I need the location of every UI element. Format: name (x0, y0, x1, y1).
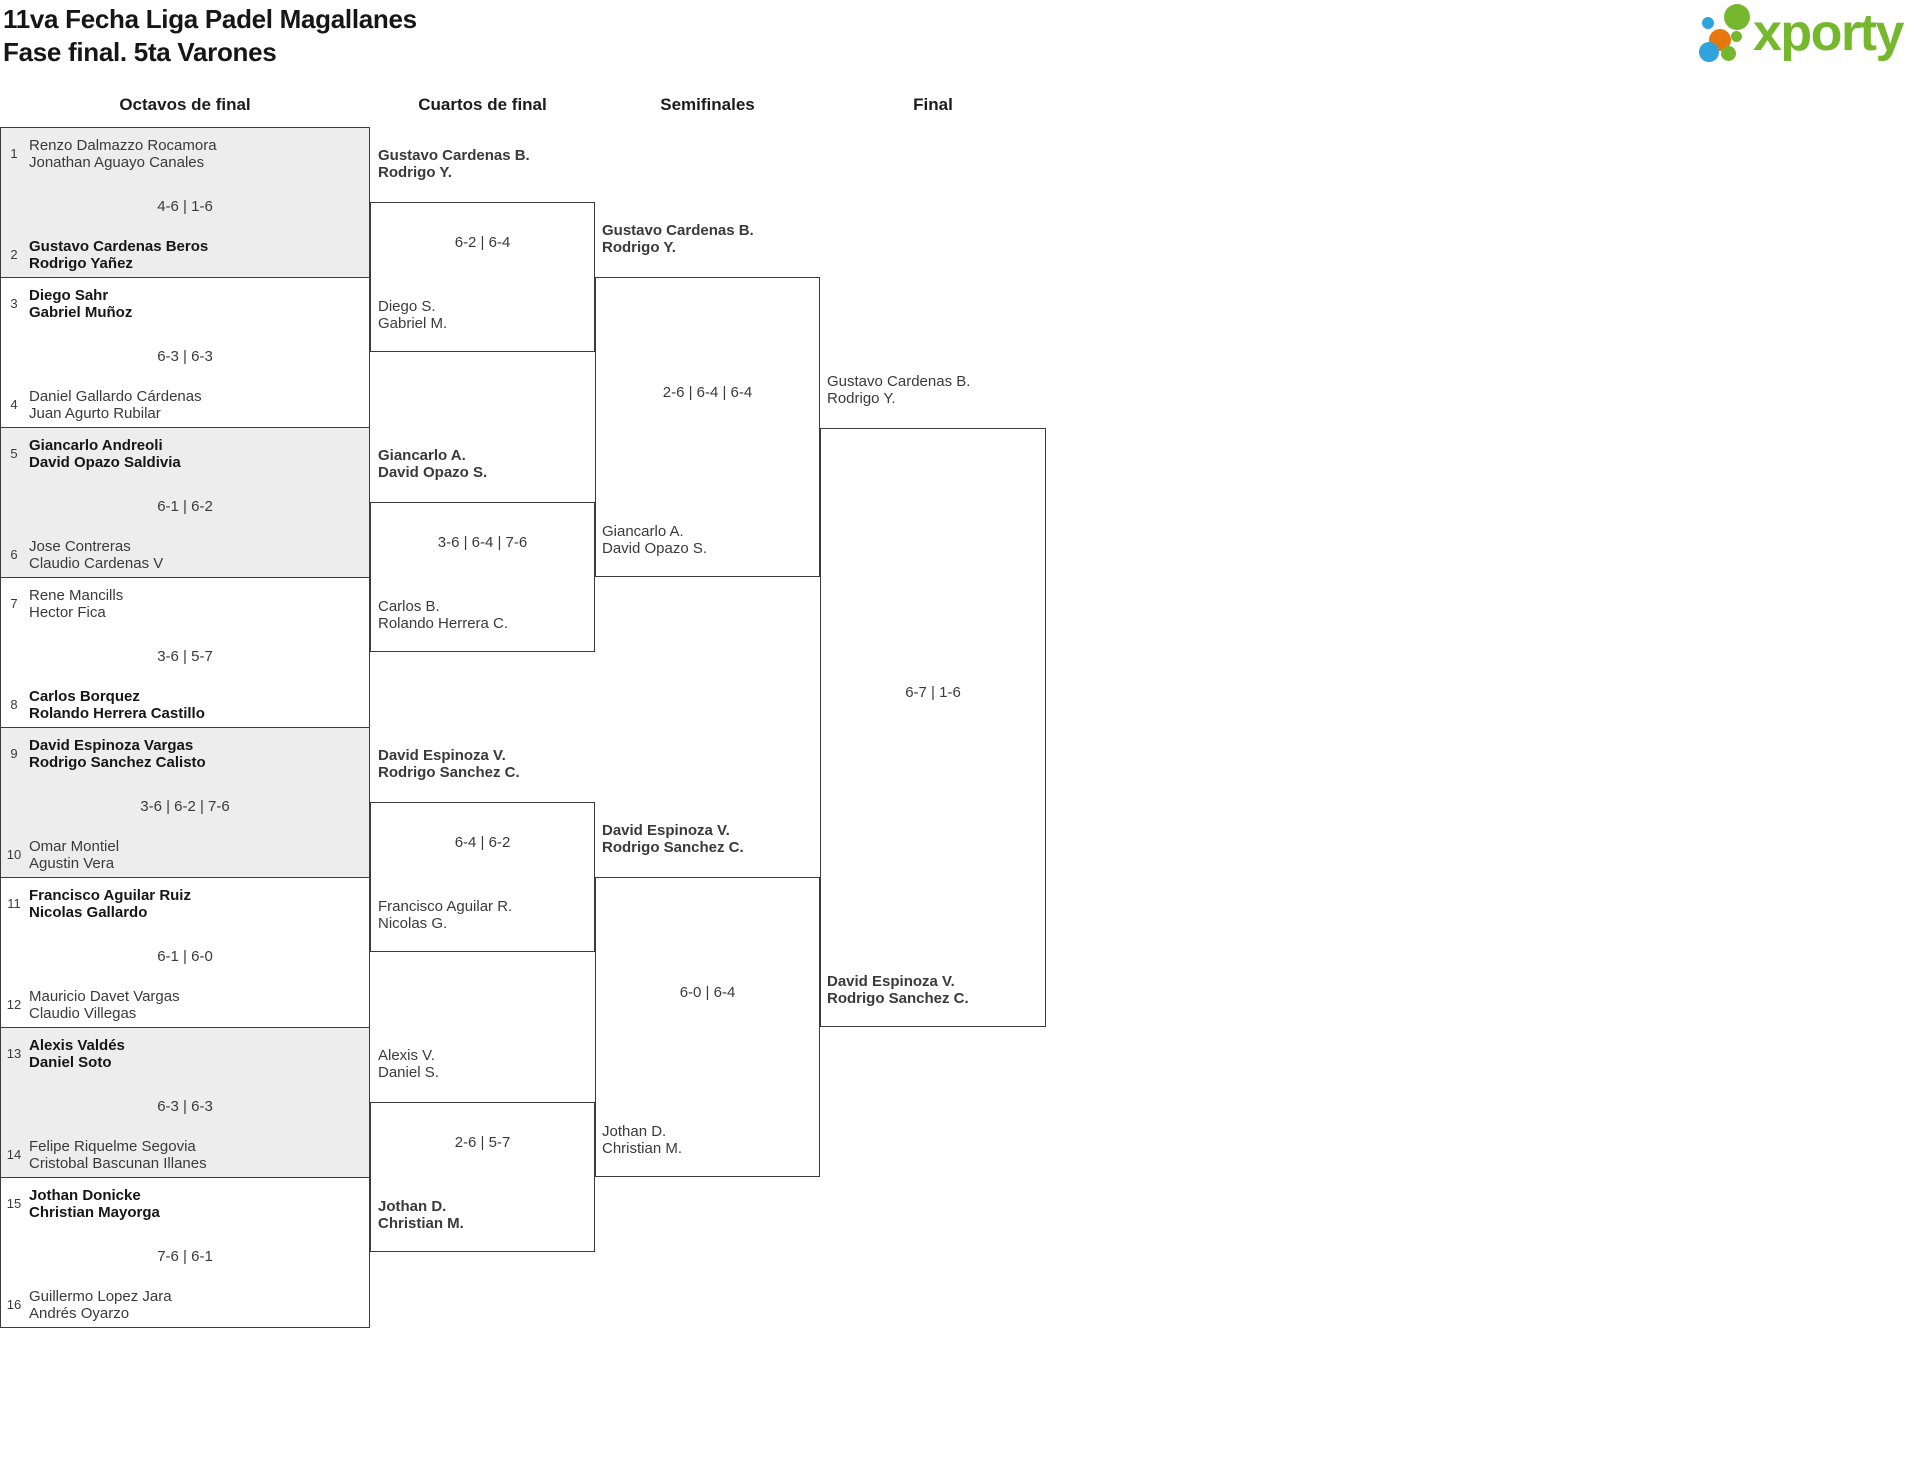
seed-number: 2 (10, 247, 18, 262)
semifinal-1-box (595, 277, 820, 577)
semifinal-2-team1: David Espinoza V.Rodrigo Sanchez C. (602, 822, 744, 856)
cuartos-3-team2: Francisco Aguilar R.Nicolas G. (378, 898, 513, 932)
seed-number: 16 (6, 1297, 22, 1312)
octavos-1-score: 4-6 | 1-6 (157, 198, 213, 215)
seed-number: 4 (10, 397, 18, 412)
octavos-8-score: 7-6 | 6-1 (157, 1248, 213, 1265)
logo-dot-icon (1721, 46, 1736, 61)
column-header-semifinales: Semifinales (660, 95, 755, 114)
seed-number: 11 (7, 896, 21, 911)
cuartos-match-4-box (370, 1102, 595, 1252)
semifinal-1-score: 2-6 | 6-4 | 6-4 (662, 384, 753, 401)
column-header-octavos: Octavos de final (119, 95, 251, 114)
cuartos-2-team1: Giancarlo A.David Opazo S. (378, 447, 488, 481)
seed-number: 12 (6, 997, 22, 1012)
semifinal-1-team2: Giancarlo A.David Opazo S. (602, 523, 708, 557)
cuartos-3-score: 6-4 | 6-2 (454, 834, 511, 851)
cuartos-1-score: 6-2 | 6-4 (454, 234, 511, 251)
seed-number: 15 (6, 1196, 22, 1211)
semifinal-1-team1: Gustavo Cardenas B.Rodrigo Y. (602, 222, 754, 256)
final-score: 6-7 | 1-6 (905, 684, 961, 701)
semifinal-2-box (595, 877, 820, 1177)
cuartos-1-team1: Gustavo Cardenas B.Rodrigo Y. (378, 147, 530, 181)
cuartos-4-team2: Jothan D.Christian M. (378, 1198, 464, 1232)
seed-number: 7 (10, 596, 18, 611)
logo-dot-icon (1702, 17, 1714, 29)
logo-dot-icon (1699, 42, 1719, 62)
seed-number: 6 (10, 547, 18, 562)
logo-dot-icon (1724, 4, 1750, 30)
page-title: 11va Fecha Liga Padel Magallanes Fase fi… (3, 3, 417, 69)
octavos-4-score: 3-6 | 5-7 (157, 648, 213, 665)
cuartos-2-team2: Carlos B.Rolando Herrera C. (378, 598, 509, 632)
column-header-cuartos: Cuartos de final (418, 95, 547, 114)
octavos-5-score: 3-6 | 6-2 | 7-6 (140, 798, 230, 815)
seed-number: 1 (10, 146, 18, 161)
cuartos-1-team2: Diego S.Gabriel M. (378, 298, 448, 332)
xporty-logo[interactable]: xporty (1690, 0, 1920, 82)
seed-number: 9 (10, 746, 18, 761)
final-team2: David Espinoza V.Rodrigo Sanchez C. (827, 973, 969, 1007)
cuartos-match-1-box (370, 202, 595, 352)
seed-number: 13 (6, 1046, 22, 1061)
cuartos-match-3-box (370, 802, 595, 952)
cuartos-match-2-box (370, 502, 595, 652)
cuartos-4-score: 2-6 | 5-7 (454, 1134, 511, 1151)
page-title-line2: Fase final. 5ta Varones (3, 37, 277, 67)
semifinal-2-score: 6-0 | 6-4 (679, 984, 736, 1001)
logo-dot-icon (1731, 31, 1742, 42)
logo-wordmark: xporty (1753, 4, 1904, 62)
cuartos-4-team1: Alexis V.Daniel S. (378, 1047, 439, 1081)
semifinal-2-team2: Jothan D.Christian M. (602, 1123, 683, 1157)
seed-number: 8 (10, 697, 18, 712)
seed-number: 5 (10, 446, 18, 461)
seed-number: 14 (6, 1147, 22, 1162)
octavos-7-score: 6-3 | 6-3 (157, 1098, 213, 1115)
cuartos-3-team1: David Espinoza V.Rodrigo Sanchez C. (378, 747, 520, 781)
final-team1: Gustavo Cardenas B.Rodrigo Y. (827, 373, 971, 407)
octavos-6-score: 6-1 | 6-0 (157, 948, 213, 965)
final-box (820, 428, 1046, 1027)
octavos-2-score: 6-3 | 6-3 (157, 348, 213, 365)
seed-number: 10 (6, 847, 22, 862)
page-title-line1: 11va Fecha Liga Padel Magallanes (3, 4, 417, 34)
seed-number: 3 (10, 296, 18, 311)
octavos-3-score: 6-1 | 6-2 (157, 498, 213, 515)
cuartos-2-score: 3-6 | 6-4 | 7-6 (437, 534, 528, 551)
column-header-final: Final (913, 95, 953, 114)
